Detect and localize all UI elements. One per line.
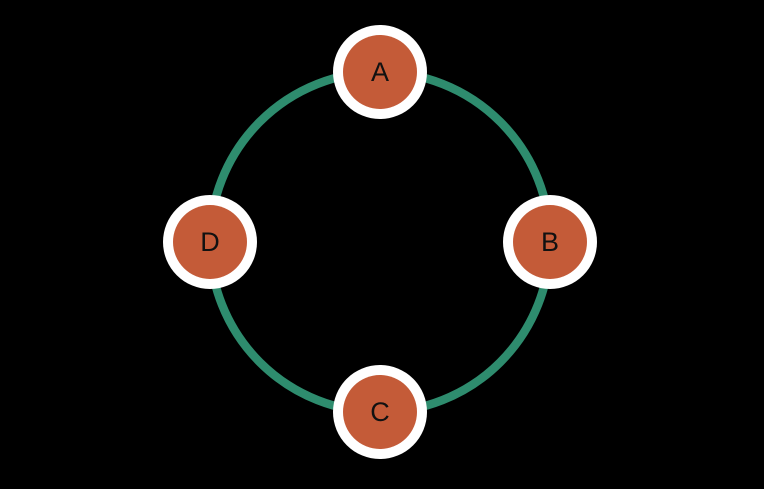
node-b-label: B — [541, 227, 559, 257]
node-d: D — [163, 195, 257, 289]
node-b: B — [503, 195, 597, 289]
node-d-label: D — [200, 227, 220, 257]
node-d-circle — [173, 205, 247, 279]
node-b-circle — [513, 205, 587, 279]
node-a: A — [333, 25, 427, 119]
node-c-label: C — [370, 397, 390, 427]
node-a-circle — [343, 35, 417, 109]
node-a-label: A — [371, 57, 389, 87]
node-c-circle — [343, 375, 417, 449]
node-c: C — [333, 365, 427, 459]
